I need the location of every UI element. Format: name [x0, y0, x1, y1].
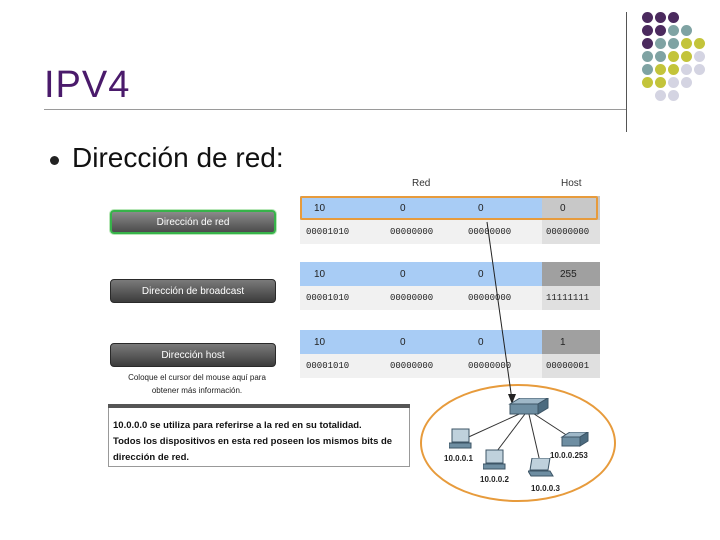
info-line-1: 10.0.0.0 se utiliza para referirse a la …	[113, 420, 362, 431]
bullet-marker	[50, 156, 59, 165]
switch-icon	[508, 398, 549, 415]
octet-1-binary: 00001010	[306, 227, 350, 237]
info-text: 10.0.0.0 se utiliza para referirse a la …	[113, 418, 407, 466]
hover-hint-line-1: Coloque el cursor del mouse aquí para	[128, 373, 266, 382]
table-row: 00001010 00000000 00000000 00000001	[300, 354, 600, 378]
octet-2-binary: 00000000	[390, 361, 434, 371]
octet-4: 255	[542, 262, 600, 286]
octet-4-binary: 11111111	[542, 286, 600, 310]
octet-4-binary: 00000001	[542, 354, 600, 378]
bullet-text: Dirección de red:	[72, 142, 284, 173]
info-line-3: dirección de red.	[113, 452, 190, 463]
octet-1: 10	[314, 268, 326, 280]
pc2-address: 10.0.0.2	[480, 475, 509, 484]
computer-icon	[449, 428, 472, 449]
server-icon	[560, 432, 589, 447]
broadcast-address-table: 10 0 0 255 00001010 00000000 00000000 11…	[300, 262, 600, 310]
octet-4: 0	[542, 196, 600, 220]
octet-1-binary: 00001010	[306, 361, 350, 371]
column-header-host: Host	[561, 178, 582, 189]
table-row: 10 0 0 1	[300, 330, 600, 354]
broadcast-address-button[interactable]: Dirección de broadcast	[110, 279, 276, 303]
octet-2: 0	[400, 268, 406, 280]
link-pc2	[493, 409, 529, 456]
octet-2-binary: 00000000	[390, 293, 434, 303]
slide-title: IPV4	[44, 64, 131, 106]
table-row: 10 0 0 255	[300, 262, 600, 286]
hover-hint-line-2: obtener más información.	[151, 386, 243, 395]
laptop-icon	[528, 458, 554, 477]
host-address-table: 10 0 0 1 00001010 00000000 00000000 0000…	[300, 330, 600, 378]
pointer-line	[486, 221, 513, 401]
info-line-2: Todos los dispositivos en esta red posee…	[113, 436, 393, 447]
network-address-button[interactable]: Dirección de red	[110, 210, 276, 234]
octet-1-binary: 00001010	[306, 293, 350, 303]
octet-2: 0	[400, 202, 406, 214]
pc1-address: 10.0.0.1	[444, 454, 473, 463]
link-pc3	[527, 409, 541, 463]
server-address: 10.0.0.253	[550, 451, 588, 460]
octet-3: 0	[478, 268, 484, 280]
table-row: 10 0 0 0	[300, 196, 600, 220]
network-address-table: 10 0 0 0 00001010 00000000 00000000 0000…	[300, 196, 600, 244]
octet-3-binary: 00000000	[468, 361, 512, 371]
title-divider	[44, 109, 626, 110]
computer-icon	[483, 449, 506, 470]
table-row: 00001010 00000000 00000000 00000000	[300, 220, 600, 244]
info-box-header-bar	[108, 404, 410, 408]
octet-3: 0	[478, 202, 484, 214]
octet-2: 0	[400, 336, 406, 348]
pointer-arrowhead	[508, 394, 516, 404]
table-row: 00001010 00000000 00000000 11111111	[300, 286, 600, 310]
info-box	[108, 405, 410, 467]
octet-1: 10	[314, 202, 326, 214]
octet-3: 0	[478, 336, 484, 348]
link-pc1	[461, 409, 529, 441]
octet-2-binary: 00000000	[390, 227, 434, 237]
host-address-button[interactable]: Dirección host	[110, 343, 276, 367]
pc3-address: 10.0.0.3	[531, 484, 560, 493]
vertical-divider	[626, 12, 627, 132]
octet-1: 10	[314, 336, 326, 348]
octet-4: 1	[542, 330, 600, 354]
octet-3-binary: 00000000	[468, 293, 512, 303]
column-header-red: Red	[412, 178, 431, 189]
octet-4-binary: 00000000	[542, 220, 600, 244]
octet-3-binary: 00000000	[468, 227, 512, 237]
